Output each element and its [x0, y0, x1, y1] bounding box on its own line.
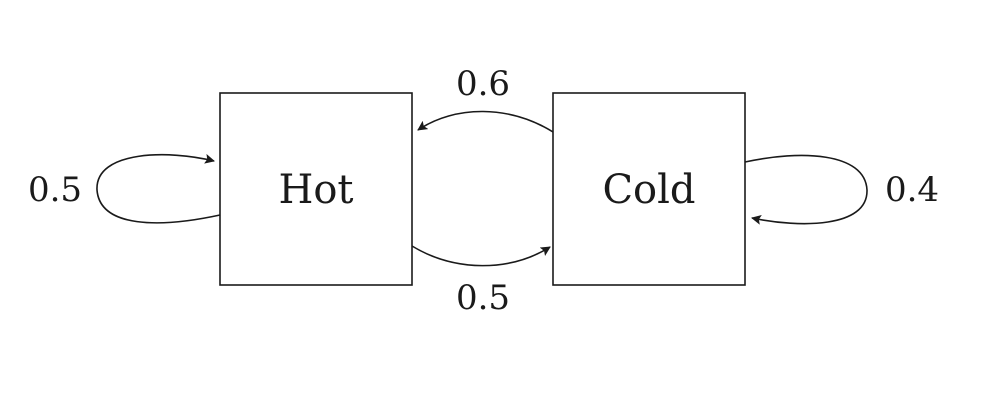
state-cold-box	[552, 92, 746, 286]
state-hot-box	[219, 92, 413, 286]
edge-hot-to-cold-label: 0.5	[456, 278, 510, 318]
edge-cold-to-cold	[744, 154, 868, 225]
edge-cold-to-hot-label: 0.6	[456, 64, 510, 104]
edge-hot-to-hot	[96, 153, 221, 224]
state-hot-label: Hot	[278, 167, 353, 213]
state-hot: Hot	[219, 92, 413, 286]
state-cold-label: Cold	[602, 167, 695, 213]
state-cold: Cold	[552, 92, 746, 286]
edge-hot-to-cold	[411, 245, 551, 267]
edge-cold-to-cold-label: 0.4	[885, 170, 939, 210]
edge-cold-to-hot	[417, 110, 554, 133]
edge-hot-to-hot-label: 0.5	[28, 170, 82, 210]
